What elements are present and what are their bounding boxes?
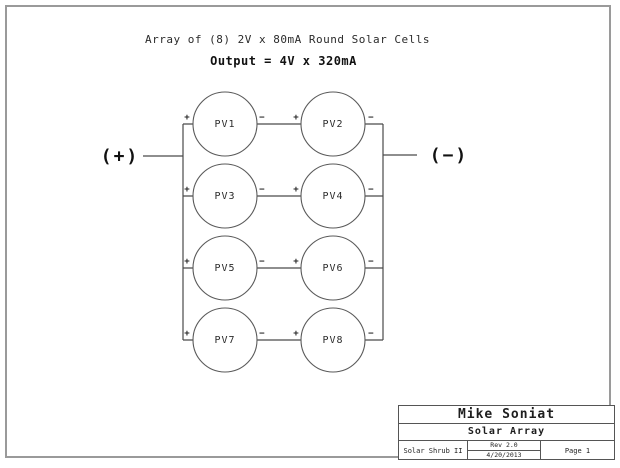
pv8-label: PV8 <box>322 335 343 346</box>
title-block-date: 4/20/2013 <box>486 451 522 459</box>
pv-cell-2: PV2 + − <box>293 91 374 157</box>
title-block: Mike Soniat Solar Array Solar Shrub II R… <box>398 405 615 460</box>
pv8-minus-terminal: − <box>368 329 374 339</box>
pv3-plus-terminal: + <box>184 185 190 195</box>
pv7-label: PV7 <box>214 335 235 346</box>
pv2-plus-terminal: + <box>293 113 299 123</box>
pv-cell-8: PV8 + − <box>293 307 374 373</box>
title-block-page-number: Page 1 <box>564 446 591 455</box>
pv6-circle <box>300 235 366 301</box>
pv1-circle <box>192 91 258 157</box>
pv2-circle <box>300 91 366 157</box>
pv2-minus-terminal: − <box>368 113 374 123</box>
title-block-detail-row: Solar Shrub II Rev 2.0 4/20/2013 Page 1 <box>399 441 614 460</box>
pv4-label: PV4 <box>322 191 343 202</box>
pv7-plus-terminal: + <box>184 329 190 339</box>
pv5-plus-terminal: + <box>184 257 190 267</box>
title-block-rev-date: Rev 2.0 4/20/2013 <box>468 441 541 460</box>
pv-cell-7: PV7 + − <box>184 307 265 373</box>
pv2-label: PV2 <box>322 119 343 130</box>
title-block-drawing-title: Solar Array <box>399 424 614 441</box>
pv3-circle <box>192 163 258 229</box>
pv-cell-4: PV4 + − <box>293 163 374 229</box>
drawing-title: Array of (8) 2V x 80mA Round Solar Cells <box>145 33 430 46</box>
pv4-minus-terminal: − <box>368 185 374 195</box>
pv-cell-1: PV1 + − <box>184 91 265 157</box>
pv4-plus-terminal: + <box>293 185 299 195</box>
pv5-minus-terminal: − <box>259 257 265 267</box>
title-block-revision: Rev 2.0 <box>468 441 540 451</box>
pv8-plus-terminal: + <box>293 329 299 339</box>
title-block-author: Mike Soniat <box>399 406 614 424</box>
pv3-minus-terminal: − <box>259 185 265 195</box>
pv5-circle <box>192 235 258 301</box>
drawing-subtitle: Output = 4V x 320mA <box>210 54 357 68</box>
pv6-plus-terminal: + <box>293 257 299 267</box>
pv3-label: PV3 <box>214 191 235 202</box>
pv6-minus-terminal: − <box>368 257 374 267</box>
pv7-minus-terminal: − <box>259 329 265 339</box>
pv1-plus-terminal: + <box>184 113 190 123</box>
pv8-circle <box>300 307 366 373</box>
title-block-project: Solar Shrub II <box>399 441 468 460</box>
pv4-circle <box>300 163 366 229</box>
pv7-circle <box>192 307 258 373</box>
pv-cell-3: PV3 + − <box>184 163 265 229</box>
pv6-label: PV6 <box>322 263 343 274</box>
pv-cell-6: PV6 + − <box>293 235 374 301</box>
positive-lead-label: (+) <box>101 146 140 167</box>
pv1-minus-terminal: − <box>259 113 265 123</box>
negative-lead-label: (−) <box>430 145 469 166</box>
pv5-label: PV5 <box>214 263 235 274</box>
pv-cell-5: PV5 + − <box>184 235 265 301</box>
pv1-label: PV1 <box>214 119 235 130</box>
